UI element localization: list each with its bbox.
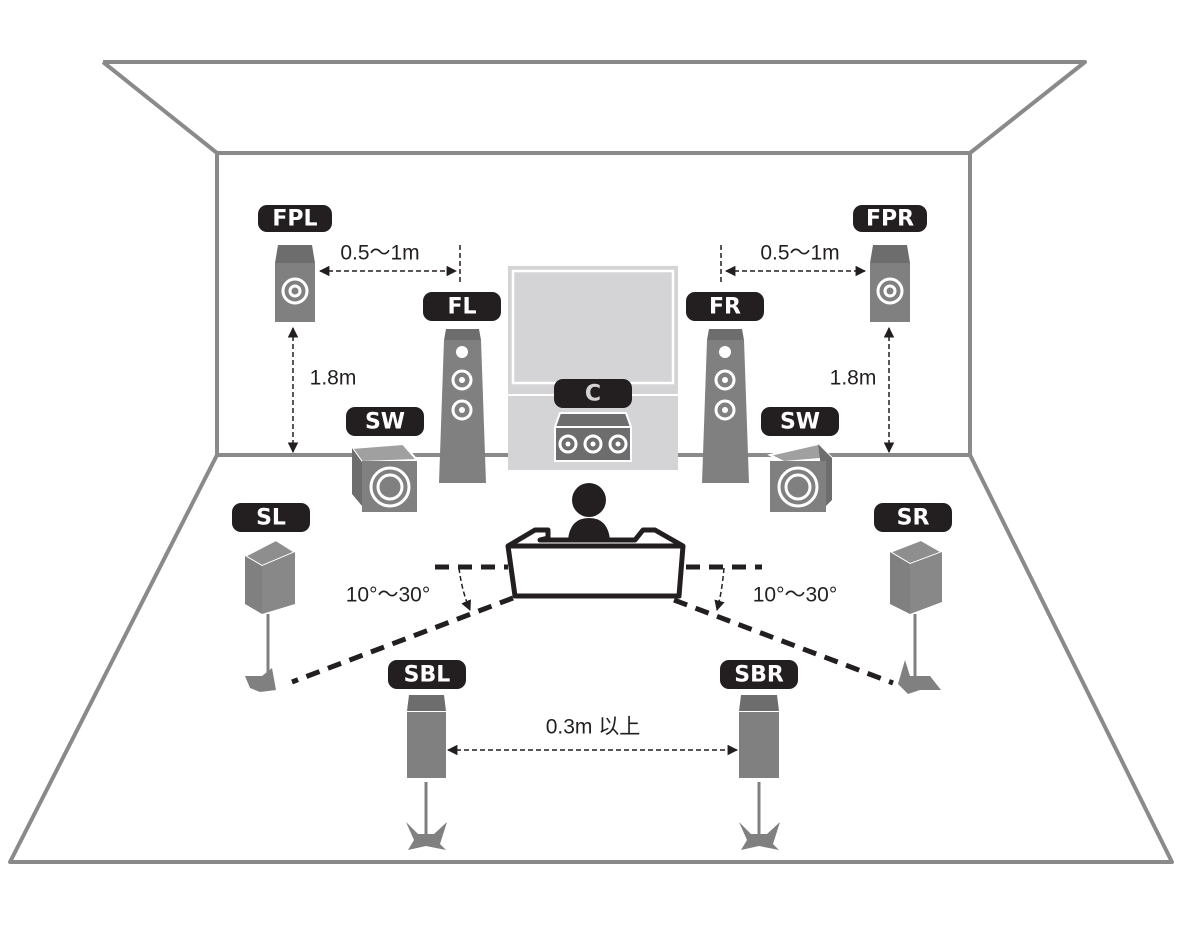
subwoofer-right-icon bbox=[767, 442, 835, 512]
svg-text:FPL: FPL bbox=[272, 207, 317, 232]
label-c: C bbox=[554, 379, 632, 408]
label-sw-left: SW bbox=[346, 407, 424, 436]
svg-text:SW: SW bbox=[365, 410, 405, 435]
svg-text:SW: SW bbox=[780, 410, 820, 435]
label-sbr: SBR bbox=[720, 660, 798, 689]
presence-gap-right-text: 0.5～1m bbox=[760, 242, 839, 265]
label-sr: SR bbox=[874, 503, 952, 532]
presence-height-left-text: 1.8m bbox=[310, 367, 357, 390]
surround-angle-left-text: 10°～30° bbox=[346, 584, 431, 607]
speaker-fl-icon bbox=[439, 329, 486, 483]
tv bbox=[508, 266, 678, 470]
label-sl: SL bbox=[232, 503, 310, 532]
subwoofer-left-icon bbox=[350, 442, 420, 512]
svg-text:C: C bbox=[585, 382, 601, 407]
svg-text:FL: FL bbox=[447, 295, 476, 320]
surround-angle-right-text: 10°～30° bbox=[753, 584, 838, 607]
label-fl: FL bbox=[423, 292, 501, 321]
room-outline bbox=[8, 60, 1174, 864]
svg-text:SR: SR bbox=[897, 506, 930, 531]
speaker-sbr-icon bbox=[739, 695, 780, 850]
speaker-sbl-icon bbox=[406, 695, 447, 850]
label-fpl: FPL bbox=[258, 205, 332, 232]
label-fr: FR bbox=[686, 292, 764, 321]
label-fpr: FPR bbox=[853, 205, 927, 232]
surround-back-gap-text: 0.3m 以上 bbox=[546, 716, 641, 739]
speaker-fpl-icon bbox=[275, 245, 315, 322]
sofa-icon bbox=[505, 527, 686, 599]
distance-guides bbox=[287, 245, 895, 756]
listener-icon bbox=[568, 483, 610, 540]
svg-text:FPR: FPR bbox=[866, 207, 914, 232]
svg-text:SBR: SBR bbox=[734, 663, 784, 688]
svg-text:FR: FR bbox=[709, 295, 741, 320]
speaker-sr-icon bbox=[887, 538, 945, 694]
speaker-fr-icon bbox=[702, 329, 749, 483]
label-sbl: SBL bbox=[388, 660, 466, 689]
speaker-center-icon bbox=[553, 412, 633, 462]
label-sw-right: SW bbox=[761, 407, 839, 436]
presence-gap-left-text: 0.5～1m bbox=[340, 242, 419, 265]
speaker-fpr-icon bbox=[870, 245, 910, 322]
presence-height-right-text: 1.8m bbox=[830, 367, 877, 390]
svg-text:SL: SL bbox=[256, 506, 286, 531]
svg-text:SBL: SBL bbox=[404, 663, 451, 688]
speaker-sl-icon bbox=[242, 538, 298, 692]
